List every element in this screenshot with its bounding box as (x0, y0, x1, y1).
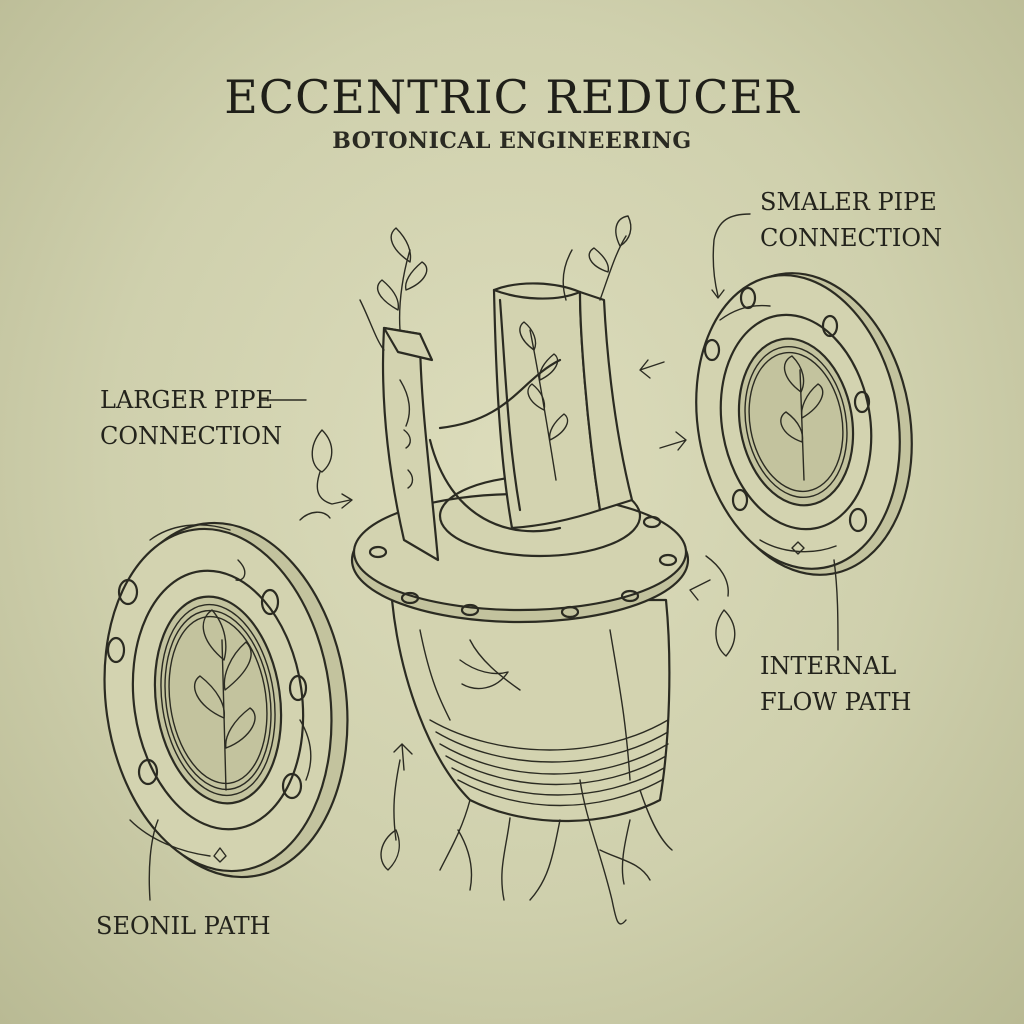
callout-lines (148, 213, 839, 901)
diagram-title: ECCENTRIC REDUCER (224, 70, 800, 124)
diagram-subtitle: BOTONICAL ENGINEERING (332, 128, 692, 154)
callout-internal-flow: INTERNAL FLOW PATH (760, 648, 911, 720)
top-vines (359, 215, 632, 351)
callout-smaller-pipe: SMALER PIPE CONNECTION (760, 184, 942, 256)
roots (439, 779, 673, 925)
callout-seonil-path: SEONIL PATH (96, 912, 271, 940)
flow-arrows (299, 359, 736, 871)
callout-larger-pipe: LARGER PIPE CONNECTION (100, 382, 282, 454)
reducer-body (350, 282, 690, 823)
callout-smaller-pipe-line2: CONNECTION (760, 224, 943, 252)
callout-larger-pipe-line1: LARGER PIPE (100, 386, 274, 414)
right-flange (695, 272, 913, 576)
callout-larger-pipe-line2: CONNECTION (100, 422, 283, 450)
callout-smaller-pipe-line1: SMALER PIPE (760, 188, 937, 216)
callout-internal-flow-line1: INTERNAL (760, 652, 897, 680)
left-flange (103, 521, 349, 879)
callout-internal-flow-line2: FLOW PATH (760, 688, 912, 716)
